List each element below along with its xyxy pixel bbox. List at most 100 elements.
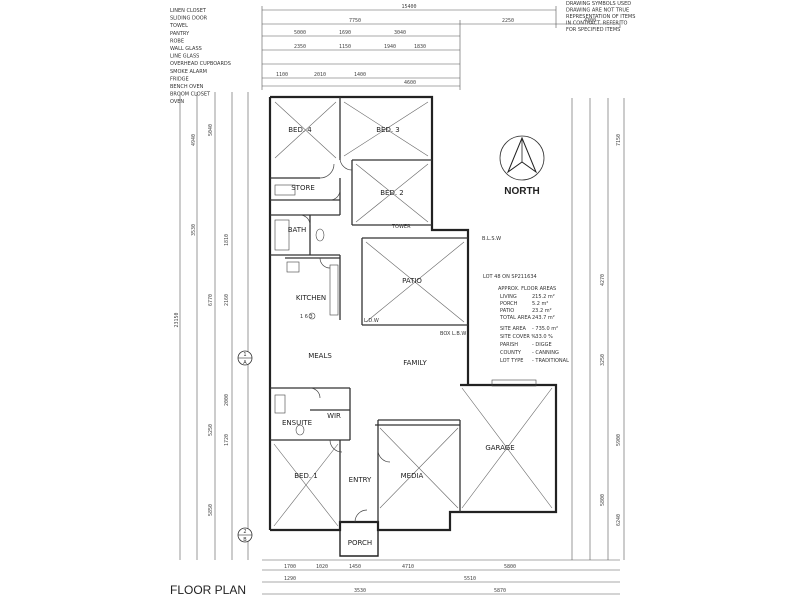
note-line: DRAWING SYMBOLS USED xyxy=(566,1,631,7)
site-field: SITE AREA xyxy=(500,326,527,332)
site-field: LOT TYPE xyxy=(500,358,523,364)
dimension-label: 6240 xyxy=(616,514,622,526)
dimension-label: 2350 xyxy=(294,44,306,50)
dimension-label: 6770 xyxy=(208,294,214,306)
area-name: TOTAL AREA xyxy=(499,315,532,321)
svg-text:BOX L.B.W: BOX L.B.W xyxy=(440,331,466,337)
room-label-meals: MEALS xyxy=(308,352,332,360)
dimension-label: 5000 xyxy=(294,30,306,36)
dimension-label: 1450 xyxy=(349,564,361,570)
dimension-label: 5800 xyxy=(504,564,516,570)
floor-plan-title: FLOOR PLAN xyxy=(170,583,246,597)
room-label-bed1: BED. 1 xyxy=(294,472,318,480)
site-value: - TRADITIONAL xyxy=(532,358,569,364)
legend-item: SMOKE ALARM xyxy=(170,69,207,75)
dimension-label: 1150 xyxy=(339,44,351,50)
room-label-ensuite: ENSUITE xyxy=(282,419,312,427)
dimension-label: 3250 xyxy=(600,354,606,366)
area-name: LIVING xyxy=(500,294,517,300)
dimension-label: 1830 xyxy=(414,44,426,50)
legend-item: OVERHEAD CUPBOARDS xyxy=(170,61,231,67)
legend-item: LINEN CLOSET xyxy=(170,8,207,14)
roof-hip-lines xyxy=(273,101,553,527)
lot-label: LOT 48 ON SP211634 xyxy=(483,274,537,280)
legend-item: OVEN xyxy=(170,99,184,105)
legend-item: TOWEL xyxy=(169,23,188,29)
area-value: 23.2 m² xyxy=(532,308,552,314)
dimension-label: 4710 xyxy=(402,564,414,570)
legend-item: SLIDING DOOR xyxy=(170,16,208,22)
area-value: 5.2 m² xyxy=(532,301,548,307)
dimension-label: 5510 xyxy=(464,576,476,582)
room-label-store: STORE xyxy=(291,184,315,192)
legend-item: BENCH OVEN xyxy=(170,84,204,90)
note-line: FOR SPECIFIED ITEMS xyxy=(566,27,620,33)
site-field: SITE COVER % xyxy=(500,334,536,340)
area-schedule: LOT 48 ON SP211634 APPROX. FLOOR AREAS L… xyxy=(483,274,569,364)
room-label-bed2: BED. 2 xyxy=(380,189,404,197)
left-dimension-lines xyxy=(179,92,249,560)
door-swings xyxy=(299,157,391,523)
dimension-label: 1810 xyxy=(224,234,230,246)
dimension-label: 3530 xyxy=(191,224,197,236)
north-arrow: NORTH xyxy=(499,135,545,197)
dimension-label: 5850 xyxy=(208,504,214,516)
area-name: PORCH xyxy=(500,301,518,307)
dimension-label: 2250 xyxy=(502,18,514,24)
right-dimension-lines xyxy=(571,98,625,560)
svg-text:TOWER: TOWER xyxy=(391,224,411,230)
top-dimension-lines xyxy=(261,6,621,90)
dimension-label: 1100 xyxy=(276,72,288,78)
svg-text:L.D.W: L.D.W xyxy=(364,318,379,324)
dimension-label: 1700 xyxy=(284,564,296,570)
dimension-label: 4940 xyxy=(191,134,197,146)
plan-title: FLOOR PLAN xyxy=(170,583,246,597)
room-label-porch: PORCH xyxy=(348,539,372,547)
legend-item: FRIDGE xyxy=(170,76,189,82)
dimension-label: 1400 xyxy=(354,72,366,78)
dimension-label: 7750 xyxy=(349,18,361,24)
dimension-label: 2000 xyxy=(224,394,230,406)
note-line: REPRESENTATION OF ITEMS xyxy=(566,14,635,20)
site-field: COUNTY xyxy=(500,350,522,356)
svg-text:B.L.S.W: B.L.S.W xyxy=(482,236,501,242)
room-label-entry: ENTRY xyxy=(349,476,372,484)
svg-text:A: A xyxy=(243,360,247,366)
dimension-label: 1290 xyxy=(284,576,296,582)
section-markers: 1 A 2 B xyxy=(237,350,253,543)
area-name: PATIO xyxy=(500,308,514,314)
dimension-label: 5870 xyxy=(494,588,506,594)
site-value: - 33.0 % xyxy=(532,334,553,340)
site-value: - 735.0 m² xyxy=(532,326,558,332)
note-line: DRAWING ARE NOT TRUE xyxy=(566,8,629,14)
legend-item: BROOM CLOSET xyxy=(170,92,211,98)
dimension-label: 4270 xyxy=(600,274,606,286)
fixtures xyxy=(274,184,537,436)
building-walls xyxy=(268,95,558,557)
dimension-label: 23150 xyxy=(174,312,180,327)
legend-item: WALL GLASS xyxy=(170,46,202,52)
room-label-wir: WIR xyxy=(327,412,341,420)
room-label-family: FAMILY xyxy=(403,359,427,367)
legend-item: ROBE xyxy=(170,38,184,44)
svg-text:2: 2 xyxy=(243,529,246,535)
dimension-label: 5800 xyxy=(600,494,606,506)
area-value: 215.2 m² xyxy=(532,294,555,300)
dimension-label: 1940 xyxy=(384,44,396,50)
dimension-label: 4600 xyxy=(404,80,416,86)
room-label-patio: PATIO xyxy=(402,277,422,285)
site-value: - CANNING xyxy=(532,350,559,356)
dimension-label: 3040 xyxy=(394,30,406,36)
room-labels: BED. 4 BED. 3 BED. 2 STORE BATH KITCHEN … xyxy=(282,126,515,547)
dimension-label: 1690 xyxy=(339,30,351,36)
areas-heading: APPROX. FLOOR AREAS xyxy=(498,286,556,292)
dimension-label: 5900 xyxy=(616,434,622,446)
dimension-label: 1020 xyxy=(316,564,328,570)
bottom-dimension-lines xyxy=(262,559,620,595)
dimension-label: 2010 xyxy=(314,72,326,78)
